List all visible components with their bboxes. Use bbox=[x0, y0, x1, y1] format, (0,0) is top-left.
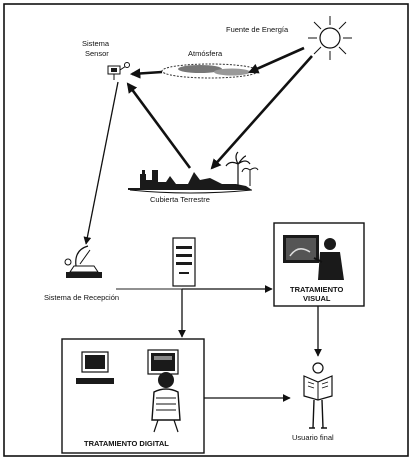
visual-treatment-box bbox=[273, 222, 365, 307]
end-user-label: Usuario final bbox=[292, 433, 334, 442]
antenna-icon bbox=[64, 245, 102, 278]
workstation-icon bbox=[76, 349, 181, 433]
computer-tower-icon bbox=[172, 237, 196, 287]
digital-treatment-box bbox=[61, 338, 205, 454]
arrow-sun-to-atmosphere bbox=[248, 46, 305, 74]
arrow-earth-to-sensor bbox=[126, 82, 192, 169]
sensor-label-line2: Sensor bbox=[85, 49, 109, 58]
arrow-sun-to-earth bbox=[210, 55, 313, 170]
visual-treatment-label-line2: VISUAL bbox=[303, 294, 331, 303]
landscape-icon bbox=[128, 151, 259, 194]
satellite-icon bbox=[107, 62, 130, 80]
user-reading-icon bbox=[303, 362, 333, 429]
energy-source-label: Fuente de Energía bbox=[226, 25, 289, 34]
cloud-icon bbox=[161, 63, 259, 79]
arrow-sensor-to-reception bbox=[83, 81, 119, 245]
visual-treatment-label-line1: TRATAMIENTO bbox=[290, 285, 343, 294]
photo-analyst-icon bbox=[283, 235, 344, 280]
outer-frame bbox=[3, 3, 409, 457]
arrow-atmosphere-to-sensor bbox=[129, 68, 163, 79]
sun-icon bbox=[308, 16, 352, 60]
earth-cover-label: Cubierta Terrestre bbox=[150, 195, 210, 204]
atmosphere-label: Atmósfera bbox=[188, 49, 223, 58]
reception-label: Sistema de Recepción bbox=[44, 293, 119, 302]
sensor-label-line1: Sistema bbox=[82, 39, 110, 48]
digital-treatment-label: TRATAMIENTO DIGITAL bbox=[84, 439, 169, 448]
